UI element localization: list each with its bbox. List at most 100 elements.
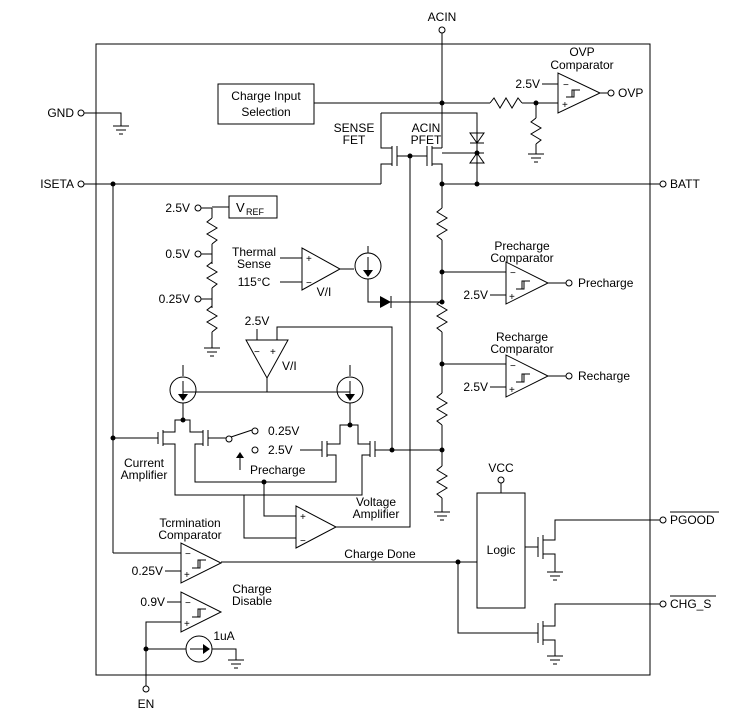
pin-acin-label: ACIN: [428, 10, 457, 24]
sense-fet-and-acin-pfet: SENSE FET ACIN PFET: [334, 112, 443, 521]
svg-text:ACIN: ACIN: [412, 121, 441, 135]
svg-text:Recharge: Recharge: [578, 369, 630, 383]
gnd-wire: [96, 112, 129, 135]
svg-text:−: −: [185, 549, 191, 560]
svg-text:+: +: [184, 619, 190, 630]
chip-outline: [95, 43, 651, 676]
svg-text:+: +: [509, 292, 515, 303]
svg-text:−: −: [254, 347, 260, 358]
svg-text:2.5V: 2.5V: [165, 201, 190, 215]
ovp-ref-label: 2.5V: [515, 77, 540, 91]
charge-disable-comparator: Charge Disable − + 0.9V: [140, 582, 272, 675]
current-source-1ua: 1uA: [146, 629, 244, 669]
pin-gnd: GND: [47, 106, 96, 120]
ovp-comparator: OVP Comparator − + 2.5V OVP: [515, 45, 643, 114]
iseta-wire: [96, 181, 381, 554]
pin-pgood: PGOOD: [650, 511, 719, 527]
svg-text:Comparator: Comparator: [550, 58, 613, 72]
pin-iseta-label: ISETA: [40, 177, 74, 191]
current-source-left: [169, 365, 197, 420]
pin-chg-s: CHG_S: [650, 595, 716, 611]
svg-text:Tcrmination: Tcrmination: [159, 516, 220, 530]
pgood-nmos: [525, 519, 650, 581]
svg-text:V: V: [236, 200, 245, 215]
svg-text:2.5V: 2.5V: [463, 288, 488, 302]
svg-text:Disable: Disable: [232, 594, 272, 608]
svg-text:0.25V: 0.25V: [268, 424, 299, 438]
svg-text:−: −: [300, 536, 306, 547]
mode-switch: 0.25V 2.5V Precharge: [225, 424, 306, 477]
svg-text:Thermal: Thermal: [232, 245, 276, 259]
svg-text:1uA: 1uA: [213, 629, 234, 643]
svg-text:Comparator: Comparator: [490, 251, 553, 265]
svg-text:−: −: [306, 278, 312, 289]
thermal-sense-amp: Thermal Sense 115°C + − V/I: [232, 245, 442, 308]
svg-text:Amplifier: Amplifier: [353, 507, 400, 521]
svg-text:V/I: V/I: [282, 359, 297, 373]
svg-text:VCC: VCC: [488, 461, 514, 475]
svg-text:Sense: Sense: [237, 257, 271, 271]
batt-rail: [434, 174, 650, 521]
svg-text:+: +: [300, 512, 306, 523]
svg-text:V/I: V/I: [317, 285, 332, 299]
pin-gnd-label: GND: [47, 106, 74, 120]
svg-text:2.5V: 2.5V: [245, 314, 270, 328]
vref-divider: 2.5V 0.5V 0.25V: [159, 201, 220, 357]
svg-text:+: +: [184, 570, 190, 581]
svg-text:Amplifier: Amplifier: [121, 468, 168, 482]
precharge-comparator: Precharge Comparator − + 2.5V Precharge: [442, 239, 634, 305]
current-source-right: [336, 365, 364, 425]
svg-text:REF: REF: [246, 207, 265, 217]
svg-text:2.5V: 2.5V: [463, 380, 488, 394]
pin-acin: ACIN: [428, 10, 457, 44]
vref-block: V REF: [212, 195, 278, 219]
pin-pgood-label: PGOOD: [670, 513, 715, 527]
svg-text:115°C: 115°C: [238, 275, 271, 289]
charge-input-selection-block: Charge Input Selection: [217, 83, 442, 125]
svg-text:FET: FET: [343, 133, 366, 147]
svg-text:+: +: [509, 385, 515, 396]
svg-text:OVP: OVP: [569, 45, 594, 59]
recharge-comparator: Recharge Comparator − + 2.5V Recharge: [442, 330, 630, 398]
voltage-amp-pair: [261, 422, 442, 496]
pfet-body-diodes: [442, 112, 485, 174]
svg-text:Voltage: Voltage: [356, 495, 396, 509]
svg-text:Precharge: Precharge: [578, 276, 634, 290]
svg-text:Selection: Selection: [241, 105, 290, 119]
vi-amp-2: 2.5V − + V/I: [183, 314, 393, 450]
logic-block: VCC Logic: [476, 461, 526, 609]
svg-text:0.9V: 0.9V: [140, 595, 165, 609]
svg-text:0.25V: 0.25V: [159, 292, 190, 306]
svg-text:Charge Input: Charge Input: [231, 89, 301, 103]
svg-text:Comparator: Comparator: [490, 342, 553, 356]
svg-text:SENSE: SENSE: [334, 121, 375, 135]
svg-text:0.5V: 0.5V: [165, 247, 190, 261]
svg-text:Precharge: Precharge: [494, 239, 550, 253]
termination-comparator: Tcrmination Comparator − + 0.25V Charge …: [132, 516, 477, 584]
svg-text:−: −: [510, 361, 516, 372]
current-amplifier: Current Amplifier: [121, 417, 264, 496]
pin-batt: BATT: [650, 177, 700, 191]
svg-text:−: −: [563, 80, 569, 91]
svg-text:0.25V: 0.25V: [132, 564, 163, 578]
pin-iseta: ISETA: [40, 177, 96, 191]
pin-en-label: EN: [138, 697, 155, 711]
svg-text:Precharge: Precharge: [250, 463, 306, 477]
pin-batt-label: BATT: [670, 177, 700, 191]
svg-text:Recharge: Recharge: [496, 330, 548, 344]
ovp-divider: [442, 97, 558, 163]
voltage-amplifier: + − Voltage Amplifier: [243, 482, 411, 549]
pin-chg-s-label: CHG_S: [670, 597, 711, 611]
svg-text:Charge: Charge: [232, 582, 272, 596]
svg-text:2.5V: 2.5V: [268, 443, 293, 457]
svg-text:Current: Current: [124, 456, 165, 470]
svg-text:PFET: PFET: [411, 133, 442, 147]
svg-text:+: +: [270, 347, 276, 358]
svg-text:−: −: [510, 268, 516, 279]
ovp-out-label: OVP: [618, 86, 643, 100]
svg-text:−: −: [185, 598, 191, 609]
svg-text:Charge Done: Charge Done: [344, 547, 416, 561]
svg-text:Comparator: Comparator: [158, 528, 221, 542]
svg-text:+: +: [562, 100, 568, 111]
